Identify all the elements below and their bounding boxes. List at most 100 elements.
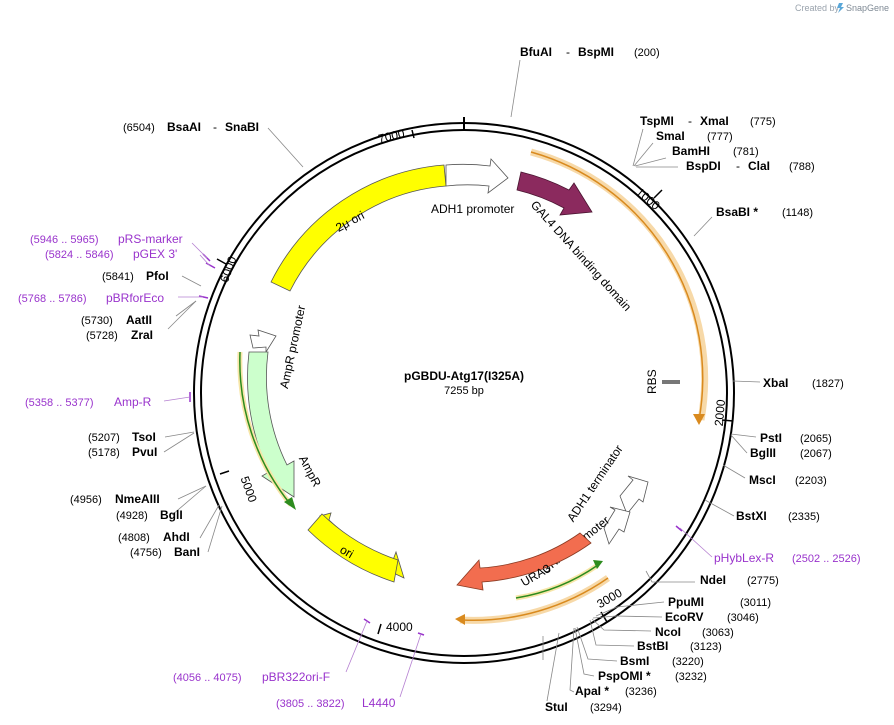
svg-text:(3805 .. 3822): (3805 .. 3822) <box>276 698 345 710</box>
svg-text:Amp-R: Amp-R <box>114 395 152 409</box>
site-bani[interactable]: (4756) BanI <box>130 545 200 559</box>
svg-text:(5358 .. 5377): (5358 .. 5377) <box>25 397 94 409</box>
svg-text:(6504): (6504) <box>123 122 155 134</box>
site-ppumi[interactable]: PpuMI (3011) <box>668 595 771 609</box>
primer-phyblex[interactable]: pHybLex-R (2502 .. 2526) <box>714 551 861 565</box>
feature-ura3-promoter[interactable] <box>603 506 631 545</box>
site-bglii[interactable]: BglII (2067) <box>750 446 832 460</box>
site-stui[interactable]: StuI (3294) <box>545 700 622 714</box>
svg-text:StuI: StuI <box>545 700 568 714</box>
svg-text:PstI: PstI <box>760 431 782 445</box>
svg-text:NmeAIII: NmeAIII <box>115 492 160 506</box>
site-bspdi[interactable]: BspDI - ClaI (788) <box>686 159 815 173</box>
tick-1000: 1000 <box>633 185 663 213</box>
primer-pgex3[interactable]: (5824 .. 5846) pGEX 3' <box>45 247 177 261</box>
leader-lines <box>163 59 761 702</box>
primer-pbrforeco[interactable]: (5768 .. 5786) pBRforEco <box>18 291 164 305</box>
feature-ura3[interactable] <box>456 532 592 591</box>
plasmid-length: 7255 bp <box>444 385 484 397</box>
site-ncoi[interactable]: NcoI (3063) <box>655 625 734 639</box>
tick-4000: 4000 <box>386 620 413 634</box>
tick-7000: 7000 <box>377 126 406 146</box>
feature-ampr[interactable] <box>247 351 295 498</box>
svg-text:(1148): (1148) <box>782 207 813 219</box>
site-bstxi[interactable]: BstXI (2335) <box>736 509 820 523</box>
site-bfuai[interactable]: BfuAI - BspMI (200) <box>520 45 660 59</box>
svg-text:BsmI: BsmI <box>620 654 649 668</box>
site-tspmi[interactable]: TspMI - XmaI (775) <box>640 114 776 128</box>
site-ahdi[interactable]: (4808) AhdI <box>118 530 190 544</box>
orf-arc-ura3-head <box>455 614 465 625</box>
feature-2u-ori[interactable] <box>270 164 447 292</box>
feature-adh1-promoter[interactable] <box>445 158 509 194</box>
svg-text:SnaBI: SnaBI <box>225 120 259 134</box>
svg-text:(3011): (3011) <box>740 597 771 609</box>
svg-text:BspDI: BspDI <box>686 159 721 173</box>
green-arrow-ampr-head <box>284 497 296 510</box>
svg-text:BglII: BglII <box>750 446 776 460</box>
svg-text:NcoI: NcoI <box>655 625 681 639</box>
site-xbai[interactable]: XbaI (1827) <box>763 376 844 390</box>
site-pvui[interactable]: (5178) PvuI <box>88 445 157 459</box>
site-bamhi[interactable]: BamHI (781) <box>672 144 759 158</box>
site-apai[interactable]: ApaI * (3236) <box>575 684 657 698</box>
site-bstbi[interactable]: BstBI (3123) <box>637 639 722 653</box>
site-msci[interactable]: MscI (2203) <box>749 473 827 487</box>
svg-text:BamHI: BamHI <box>672 144 710 158</box>
svg-text:BanI: BanI <box>174 545 200 559</box>
svg-text:(2065): (2065) <box>800 433 832 445</box>
site-zrai[interactable]: (5728) ZraI <box>86 328 153 342</box>
primer-amp-r[interactable]: (5358 .. 5377) Amp-R <box>25 395 152 409</box>
tick-2000: 2000 <box>712 399 728 427</box>
feature-ampr-promoter[interactable] <box>249 329 277 354</box>
site-nmeaiii[interactable]: (4956) NmeAIII <box>70 492 160 506</box>
svg-text:BfuAI: BfuAI <box>520 45 552 59</box>
site-aatii[interactable]: (5730) AatII <box>81 313 152 327</box>
site-smai[interactable]: SmaI (777) <box>656 129 733 143</box>
svg-text:XbaI: XbaI <box>763 376 788 390</box>
primer-l4440[interactable]: (3805 .. 3822) L4440 <box>276 696 396 710</box>
site-bsabi[interactable]: BsaBI * (1148) <box>716 205 813 219</box>
svg-text:-: - <box>213 120 217 134</box>
svg-text:(4956): (4956) <box>70 494 102 506</box>
svg-text:ApaI *: ApaI * <box>575 684 609 698</box>
svg-text:(3232): (3232) <box>675 671 707 683</box>
snapgene-logo-icon <box>837 3 844 13</box>
feature-ori-body[interactable] <box>307 513 399 583</box>
svg-text:PfoI: PfoI <box>146 269 169 283</box>
svg-text:BsaAI: BsaAI <box>167 120 201 134</box>
svg-text:(788): (788) <box>789 161 815 173</box>
primer-prs-marker[interactable]: (5946 .. 5965) pRS-marker <box>30 232 183 246</box>
svg-text:(2775): (2775) <box>747 575 779 587</box>
site-tsoi[interactable]: (5207) TsoI <box>88 430 156 444</box>
site-pspomi[interactable]: PspOMI * (3232) <box>598 669 707 683</box>
site-ecorv[interactable]: EcoRV (3046) <box>665 610 759 624</box>
site-bgli[interactable]: (4928) BglI <box>116 508 183 522</box>
svg-text:pRS-marker: pRS-marker <box>118 232 183 246</box>
site-pfoi[interactable]: (5841) PfoI <box>102 269 169 283</box>
svg-text:(3236): (3236) <box>625 686 657 698</box>
primer-pbr322ori[interactable]: (4056 .. 4075) pBR322ori-F <box>173 670 330 684</box>
svg-text:AatII: AatII <box>126 313 152 327</box>
svg-text:(4808): (4808) <box>118 532 150 544</box>
snapgene-brand: SnapGene <box>846 3 889 13</box>
feature-gal4-dbd[interactable] <box>516 171 593 216</box>
label-ampr: AmpR <box>296 453 324 489</box>
orf-arc-ura3-line <box>461 577 609 622</box>
label-rbs: RBS <box>645 369 659 394</box>
plasmid-title: pGBDU-Atg17(I325A) <box>404 369 524 383</box>
svg-text:-: - <box>688 114 692 128</box>
svg-text:(5207): (5207) <box>88 432 120 444</box>
feature-rbs[interactable] <box>662 380 680 384</box>
feature-adh1-terminator[interactable] <box>619 475 649 515</box>
svg-text:ClaI: ClaI <box>748 159 770 173</box>
green-arrow-ura3-head <box>593 560 603 569</box>
site-psti[interactable]: PstI (2065) <box>760 431 832 445</box>
site-bsmi[interactable]: BsmI (3220) <box>620 654 704 668</box>
site-ndei[interactable]: NdeI (2775) <box>700 573 779 587</box>
svg-text:BstBI: BstBI <box>637 639 668 653</box>
svg-text:MscI: MscI <box>749 473 776 487</box>
svg-text:-: - <box>566 45 570 59</box>
site-bsaai[interactable]: (6504) BsaAI - SnaBI <box>123 120 259 134</box>
